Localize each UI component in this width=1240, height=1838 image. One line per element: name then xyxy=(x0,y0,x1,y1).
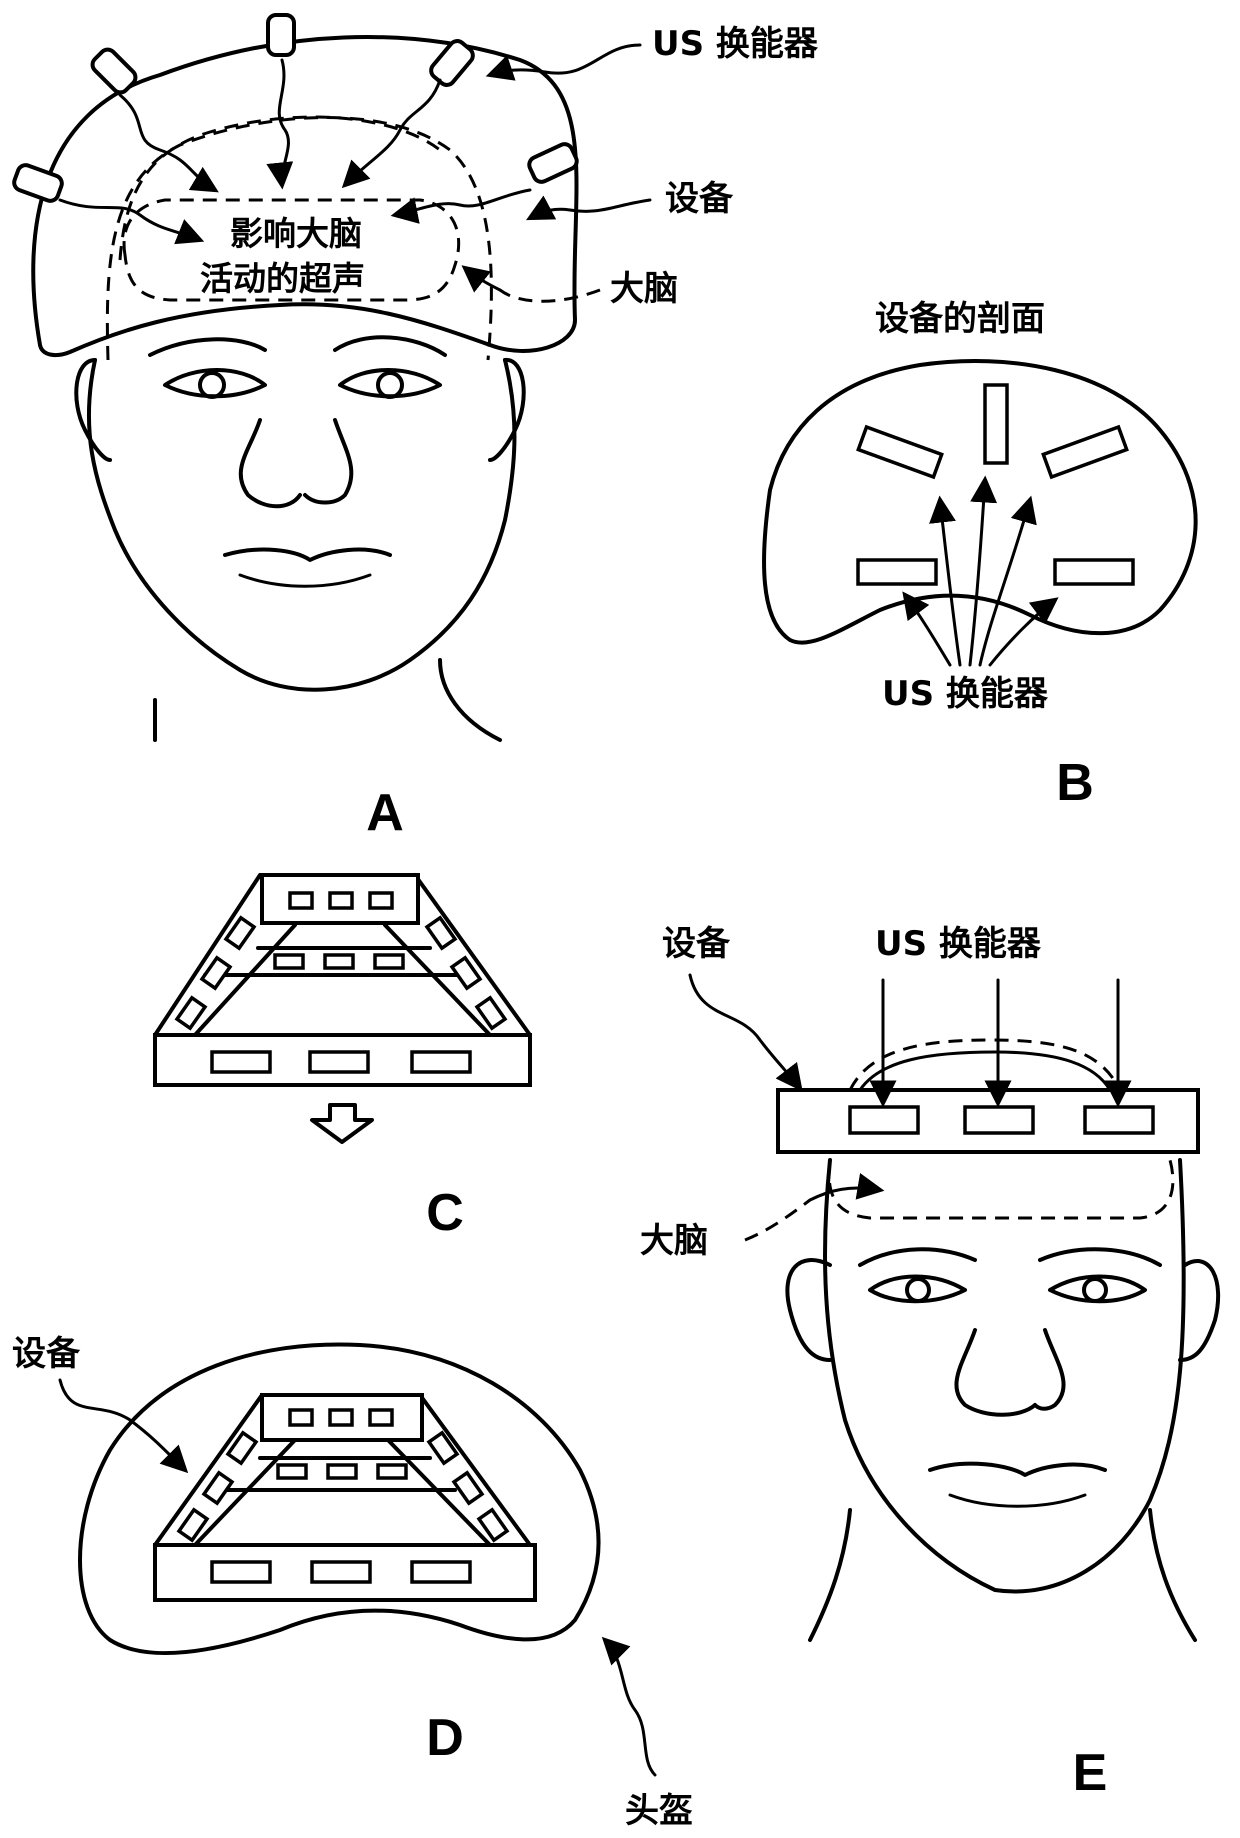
transducer-a-3 xyxy=(268,15,294,55)
label-us-transducer-b: US 换能器 xyxy=(882,674,1049,714)
panel-d: 设备 头盔 D xyxy=(12,1334,693,1831)
panel-c: C xyxy=(155,875,530,1242)
label-brain-a: 大脑 xyxy=(610,269,678,309)
label-brain-e: 大脑 xyxy=(640,1221,708,1261)
face-a xyxy=(76,337,523,740)
bar-device-e xyxy=(778,1090,1198,1152)
panel-letter-b: B xyxy=(1056,754,1094,812)
panel-letter-e: E xyxy=(1073,1744,1108,1802)
panel-letter-c: C xyxy=(426,1184,464,1242)
label-device-a: 设备 xyxy=(665,179,734,219)
label-us-transducer-a: US 换能器 xyxy=(652,24,819,64)
label-skull-d: 头盔 xyxy=(625,1791,693,1831)
label-device-e: 设备 xyxy=(662,924,731,964)
device-cross-section xyxy=(764,361,1196,643)
transducer-a-1 xyxy=(12,163,64,203)
frame-device-d xyxy=(155,1395,535,1600)
panel-b: 设备的剖面 US 换能器 B xyxy=(764,299,1196,812)
transducer-a-5 xyxy=(527,141,580,184)
transducer-b-top xyxy=(985,385,1007,463)
label-device-d: 设备 xyxy=(12,1334,81,1374)
label-ultrasound-line1: 影响大脑 xyxy=(230,214,362,253)
panel-letter-a: A xyxy=(366,784,404,842)
face-e xyxy=(787,1160,1218,1640)
label-us-transducer-e: US 换能器 xyxy=(875,924,1042,964)
panel-e: 设备 US 换能器 大脑 E xyxy=(640,924,1218,1802)
panel-a: US 换能器 设备 大脑 影响大脑 活动的超声 A xyxy=(12,15,819,842)
title-device-cross-section: 设备的剖面 xyxy=(875,299,1045,339)
skull-outline-d xyxy=(80,1344,599,1653)
panel-letter-d: D xyxy=(426,1709,464,1767)
transducer-a-2 xyxy=(89,46,138,95)
label-ultrasound-line2: 活动的超声 xyxy=(200,259,365,298)
transducer-b-upper-left xyxy=(858,427,941,477)
frame-device-c xyxy=(155,875,530,1085)
down-arrow-c xyxy=(312,1105,372,1142)
transducer-b-lower-left xyxy=(858,560,936,584)
transducer-b-lower-right xyxy=(1055,560,1133,584)
transducer-b-upper-right xyxy=(1043,427,1126,477)
